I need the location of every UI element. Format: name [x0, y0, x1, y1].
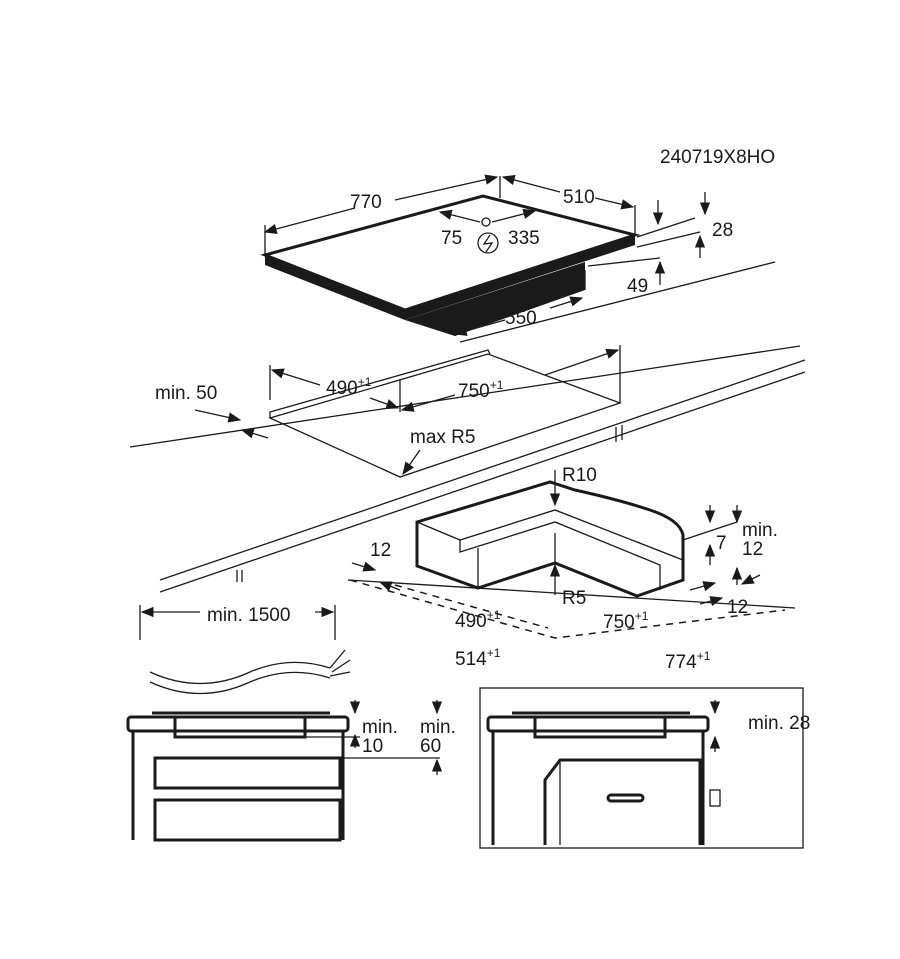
hob-drawing — [260, 174, 776, 343]
hob-power-icon — [477, 232, 499, 254]
worktop-cutout-drawing — [129, 345, 806, 593]
cutout-width-label: 750+1 — [458, 378, 504, 402]
install-left-clear-value: 60 — [420, 736, 441, 757]
install-right-drawing — [479, 687, 804, 849]
hob-thickness-label: 28 — [712, 220, 733, 241]
hob-offset-left-label: 75 — [441, 228, 462, 249]
cable-drawing — [139, 605, 351, 695]
frame-r10-label: R10 — [562, 465, 597, 486]
frame-drawing — [347, 470, 796, 639]
hob-height-below-label: 49 — [627, 276, 648, 297]
frame-edge-right-label: 12 — [727, 597, 748, 618]
frame-outer-width-label: 774+1 — [665, 649, 711, 673]
frame-r5-label: R5 — [562, 588, 586, 609]
frame-min-value: 12 — [742, 539, 763, 560]
model-code: 240719X8HO — [660, 147, 775, 168]
hob-depth-label: 510 — [563, 187, 595, 208]
frame-inner-depth-label: 490+1 — [455, 608, 501, 632]
install-left-gap-value: 10 — [362, 736, 383, 757]
cable-length-label: min. 1500 — [207, 605, 290, 626]
hob-offset-right-label: 335 — [508, 228, 540, 249]
frame-edge-left-label: 12 — [370, 540, 391, 561]
cutout-min-edge-label: min. 50 — [155, 383, 217, 404]
install-right-clearance-label: min. 28 — [748, 713, 810, 734]
hob-bottom-width-label: 550 — [505, 308, 537, 329]
cutout-depth-label: 490+1 — [326, 375, 372, 399]
frame-min-label: min. — [742, 520, 778, 541]
frame-inner-width-label: 750+1 — [603, 609, 649, 633]
frame-outer-depth-label: 514+1 — [455, 646, 501, 670]
hob-width-label: 770 — [350, 192, 382, 213]
cutout-radius-label: max R5 — [410, 427, 475, 448]
install-left-gap-min: min. — [362, 717, 398, 738]
install-left-drawing — [126, 700, 443, 842]
install-left-clear-min: min. — [420, 717, 456, 738]
frame-step-label: 7 — [716, 533, 727, 554]
